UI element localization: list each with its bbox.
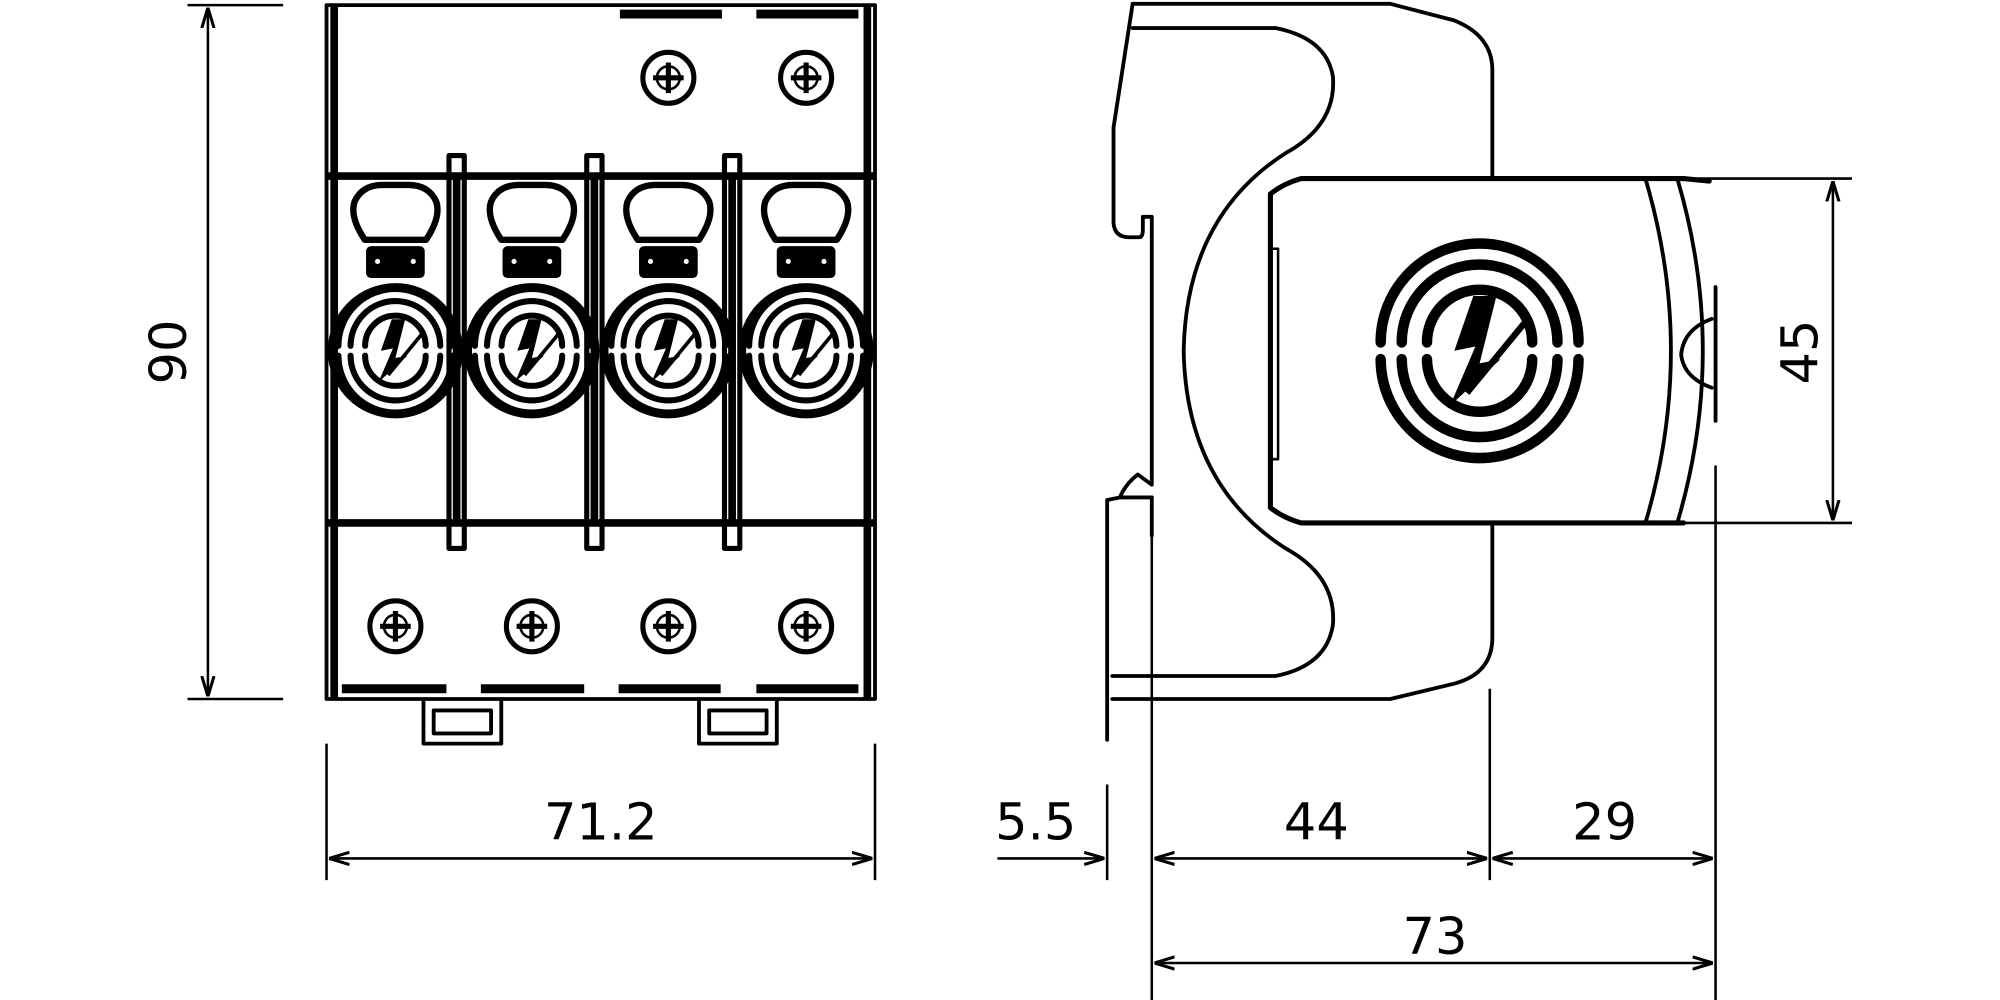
front-dimensions: 90 71.2 — [140, 3, 877, 881]
fuse-thread — [776, 246, 836, 279]
fuse-thread — [502, 246, 562, 279]
fuse-thread — [639, 246, 698, 279]
protection-module — [600, 181, 736, 419]
side-view — [1105, 1, 1718, 742]
base-outline — [1105, 1, 1495, 742]
housing-outline — [324, 3, 877, 701]
dimension-module-depth: 29 — [1572, 793, 1637, 852]
fuse-cap — [350, 181, 441, 243]
protection-module — [738, 181, 874, 419]
surge-protection-icon — [338, 289, 452, 413]
protection-modules — [327, 181, 874, 419]
din-clips — [421, 699, 779, 746]
protection-module — [464, 181, 600, 419]
protection-module — [327, 181, 464, 419]
surge-protection-icon — [611, 289, 725, 413]
screw-icon — [643, 601, 694, 652]
front-view — [324, 3, 877, 746]
fuse-cap — [623, 181, 714, 243]
screw-icon — [781, 52, 832, 103]
screw-icon — [370, 601, 421, 652]
side-dimensions: 45 5.5 44 29 73 — [995, 177, 1853, 1000]
top-screws — [643, 52, 832, 103]
bottom-screws — [370, 601, 832, 652]
dimension-rail-offset: 5.5 — [995, 793, 1076, 852]
screw-icon — [506, 601, 557, 652]
surge-protection-icon — [475, 289, 589, 413]
screw-icon — [643, 52, 694, 103]
dimension-width: 71.2 — [544, 793, 658, 852]
dimension-height: 90 — [140, 320, 199, 385]
dimension-base-depth: 44 — [1284, 793, 1349, 852]
dimension-module-height: 45 — [1772, 320, 1831, 385]
dimension-total-depth: 73 — [1402, 908, 1467, 967]
surge-protection-icon — [1381, 243, 1579, 458]
fuse-thread — [366, 246, 425, 279]
fuse-cap — [486, 181, 578, 243]
fuse-cap — [760, 181, 852, 243]
screw-icon — [781, 601, 832, 652]
surge-protection-icon — [749, 289, 863, 413]
module-side — [1267, 176, 1718, 526]
